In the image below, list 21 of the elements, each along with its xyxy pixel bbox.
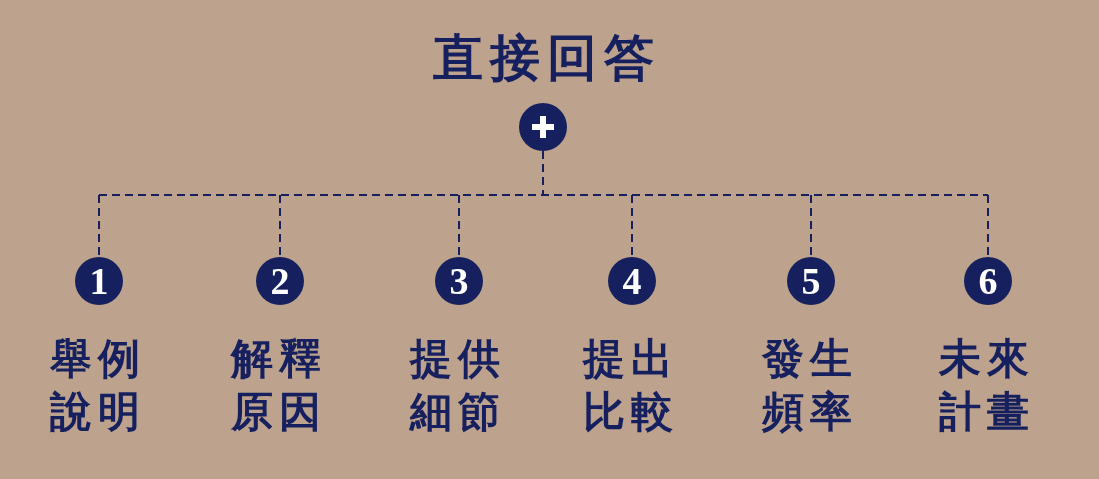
- plus-icon: [519, 103, 567, 151]
- connector-line: [98, 194, 100, 258]
- item-label: 未來計畫: [937, 333, 1036, 438]
- step-number: 2: [256, 257, 304, 305]
- step-number: 6: [964, 257, 1012, 305]
- connector-line: [458, 194, 460, 258]
- item-label: 提出比較: [581, 333, 680, 438]
- step-number: 5: [787, 257, 835, 305]
- item-label: 發生頻率: [760, 333, 859, 438]
- step-number: 4: [608, 257, 656, 305]
- step-number: 1: [75, 257, 123, 305]
- connector-line: [631, 194, 633, 258]
- step-number: 3: [435, 257, 483, 305]
- connector-line: [98, 150, 989, 196]
- connector-line: [810, 194, 812, 258]
- connector-line: [987, 194, 989, 258]
- item-label: 舉例說明: [48, 333, 147, 438]
- title: 直接回答: [431, 30, 661, 85]
- item-label: 解釋原因: [229, 333, 328, 438]
- connector-line: [279, 194, 281, 258]
- item-label: 提供細節: [408, 333, 507, 438]
